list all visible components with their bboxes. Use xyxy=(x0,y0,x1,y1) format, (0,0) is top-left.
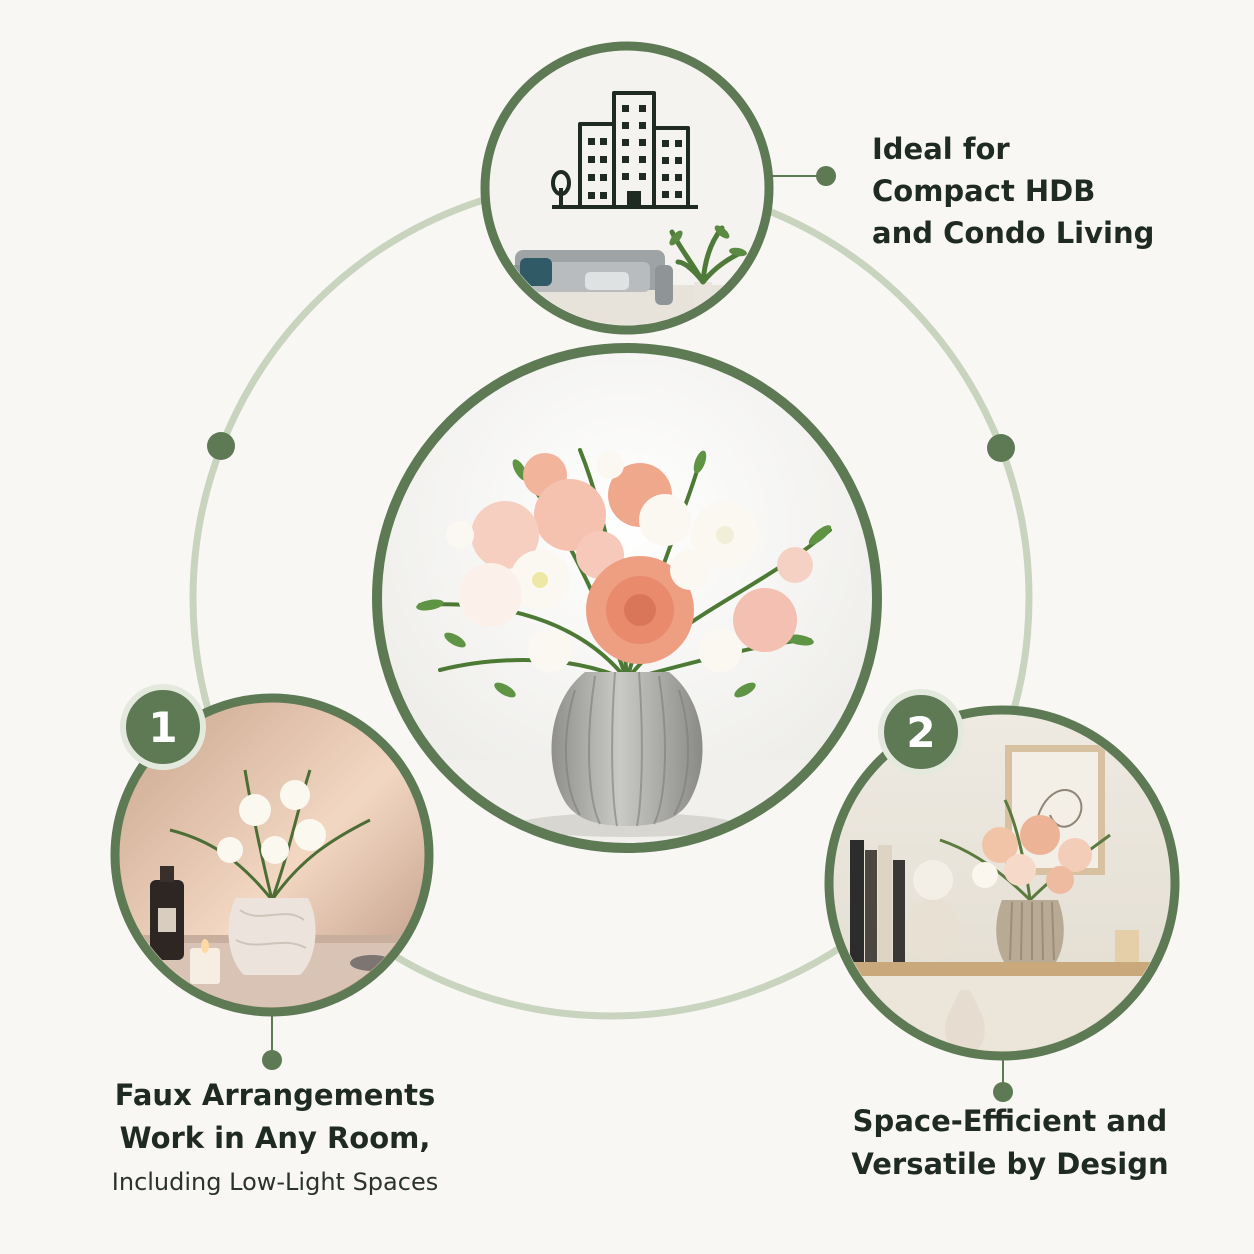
label-space-efficient: Space-Efficient and Versatile by Design xyxy=(810,1100,1210,1186)
grey-vase xyxy=(551,671,703,827)
svg-text:2: 2 xyxy=(906,708,935,757)
label-line: Versatile by Design xyxy=(851,1147,1169,1181)
label-line: Compact HDB xyxy=(872,174,1096,208)
plant-illustration xyxy=(669,225,747,306)
label-line: Ideal for xyxy=(872,132,1010,166)
left-feature-circle xyxy=(110,693,434,1017)
label-subline: Including Low-Light Spaces xyxy=(111,1168,439,1196)
top-feature-circle xyxy=(480,41,774,335)
label-line: Faux Arrangements xyxy=(114,1078,436,1112)
connector-dot-top xyxy=(816,166,836,186)
ring-dot-left xyxy=(207,432,235,460)
label-compact-living: Ideal for Compact HDB and Condo Living xyxy=(872,128,1212,254)
center-bouquet-circle xyxy=(372,343,882,853)
connector-dot-right xyxy=(993,1082,1013,1102)
badge-2: 2 xyxy=(878,689,964,775)
sofa-illustration xyxy=(508,250,673,305)
label-any-room: Faux Arrangements Work in Any Room, Incl… xyxy=(60,1074,490,1204)
label-line: Space-Efficient and xyxy=(852,1104,1168,1138)
ring-dot-right xyxy=(987,434,1015,462)
connector-dot-left xyxy=(262,1050,282,1070)
svg-text:1: 1 xyxy=(148,703,177,752)
badge-1: 1 xyxy=(120,684,206,770)
label-line: Work in Any Room, xyxy=(119,1121,431,1155)
right-feature-circle xyxy=(824,705,1180,1061)
buildings-icon xyxy=(551,91,698,209)
label-line: and Condo Living xyxy=(872,216,1155,250)
